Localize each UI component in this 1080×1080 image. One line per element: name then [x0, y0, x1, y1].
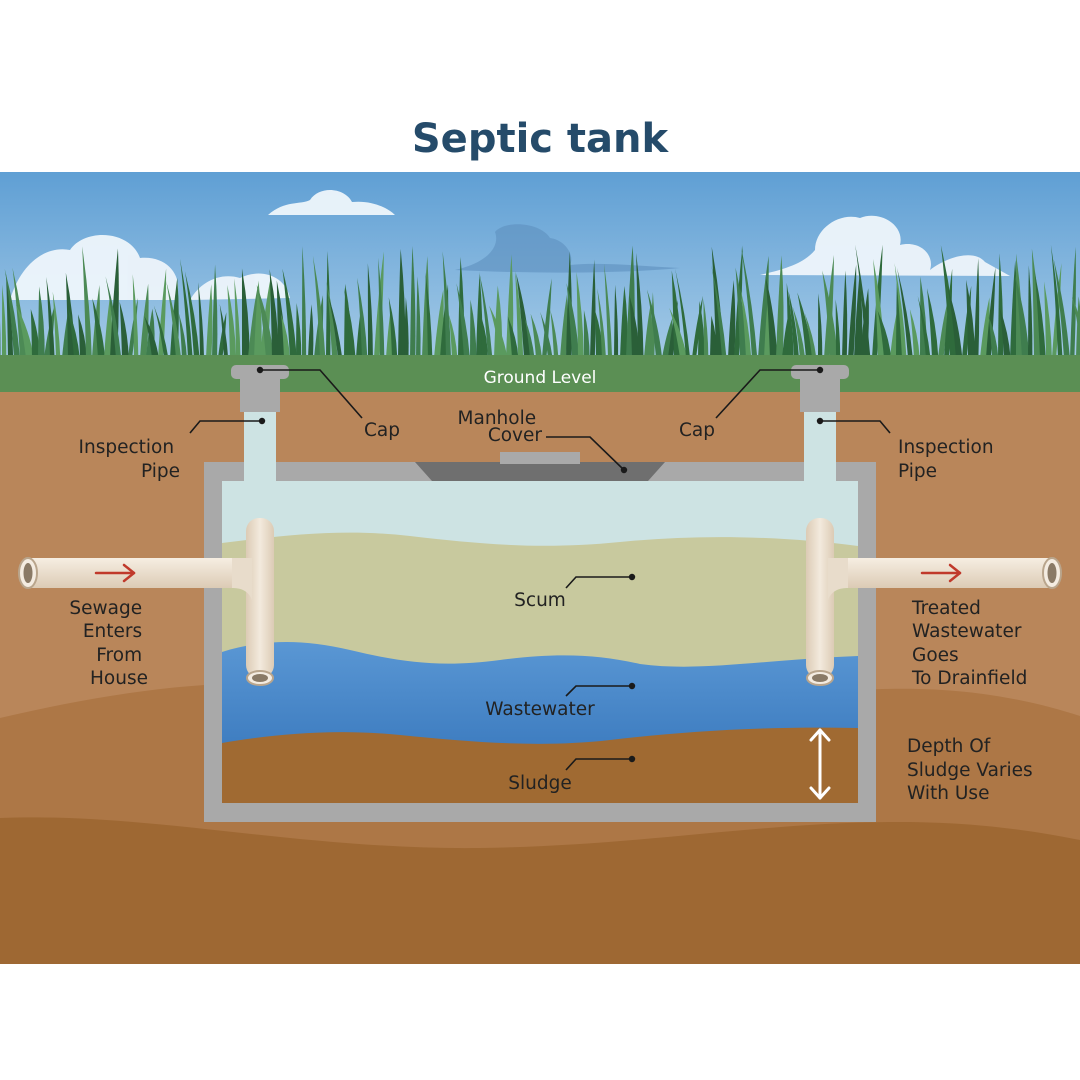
scum-label: Scum [514, 590, 566, 611]
ground-strip [0, 355, 1080, 393]
inspection-pipe-left-inner [248, 412, 272, 482]
inspection-pipe-right-label-line-1: Inspection [898, 437, 994, 458]
inspection-pipe-right-collar [800, 378, 840, 412]
ground-level-label: Ground Level [484, 368, 597, 388]
treated-wastewater-label: Treated Wastewater Goes To Drainfield [911, 598, 1027, 689]
leader-dots [256, 366, 824, 763]
inlet-arrow-icon [94, 563, 136, 583]
leader-cap-left [260, 369, 363, 419]
sewage-enters-label: Sewage Enters From House [69, 598, 148, 689]
leader-scum [565, 576, 632, 589]
outlet-arrow-icon [920, 563, 962, 583]
sludge-layer [222, 727, 858, 803]
sludge-label: Sludge [508, 773, 571, 794]
depth-of-sludge-label-line-1: Depth Of [907, 736, 991, 757]
inspection-pipe-left-label-line-2: Pipe [141, 461, 180, 482]
inspection-pipe-right-label-line-2: Pipe [898, 461, 937, 482]
sludge-depth-arrow-icon [809, 728, 831, 800]
depth-of-sludge-label: Depth Of Sludge Varies With Use [907, 736, 1039, 804]
sewage-enters-label-line-4: House [90, 668, 148, 689]
manhole-cover-label-line-1: Manhole [458, 408, 537, 429]
depth-of-sludge-label-line-3: With Use [907, 783, 989, 804]
sewage-enters-label-line-3: From [96, 645, 142, 666]
leader-wastewater [565, 685, 632, 697]
manhole-cover-label-line-2: Cover [488, 425, 543, 446]
inspection-pipe-left-label-line-1: Inspection [79, 437, 175, 458]
inspection-pipe-right-label: Inspection Pipe [898, 437, 999, 482]
outlet-pipe [806, 518, 1062, 686]
leader-inspection-left [189, 420, 262, 434]
cap-left-label: Cap [364, 420, 400, 441]
treated-wastewater-label-line-2: Wastewater [912, 621, 1022, 642]
treated-wastewater-label-line-1: Treated [911, 598, 981, 619]
leader-lines [189, 369, 891, 771]
inspection-pipe-left-collar [240, 378, 280, 412]
grass [0, 244, 1080, 358]
treated-wastewater-label-line-4: To Drainfield [911, 668, 1027, 689]
treated-wastewater-label-line-3: Goes [912, 645, 959, 666]
sewage-enters-label-line-1: Sewage [69, 598, 142, 619]
sewage-enters-label-line-2: Enters [83, 621, 142, 642]
inspection-pipe-left-label: Inspection Pipe [79, 437, 180, 482]
leader-cap-right [715, 369, 820, 419]
cap-right-label: Cap [679, 420, 715, 441]
leader-manhole [546, 436, 625, 471]
soil-lower-band [0, 817, 1080, 964]
depth-of-sludge-label-line-2: Sludge Varies [907, 760, 1033, 781]
manhole-cover-lid [500, 452, 580, 464]
inlet-pipe [18, 518, 274, 686]
manhole-cover [415, 462, 665, 481]
leader-inspection-right [820, 420, 891, 434]
manhole-cover-label: Manhole Cover [458, 408, 543, 446]
leader-sludge [565, 758, 632, 771]
wastewater-label: Wastewater [485, 699, 595, 720]
page-title: Septic tank [412, 116, 670, 162]
